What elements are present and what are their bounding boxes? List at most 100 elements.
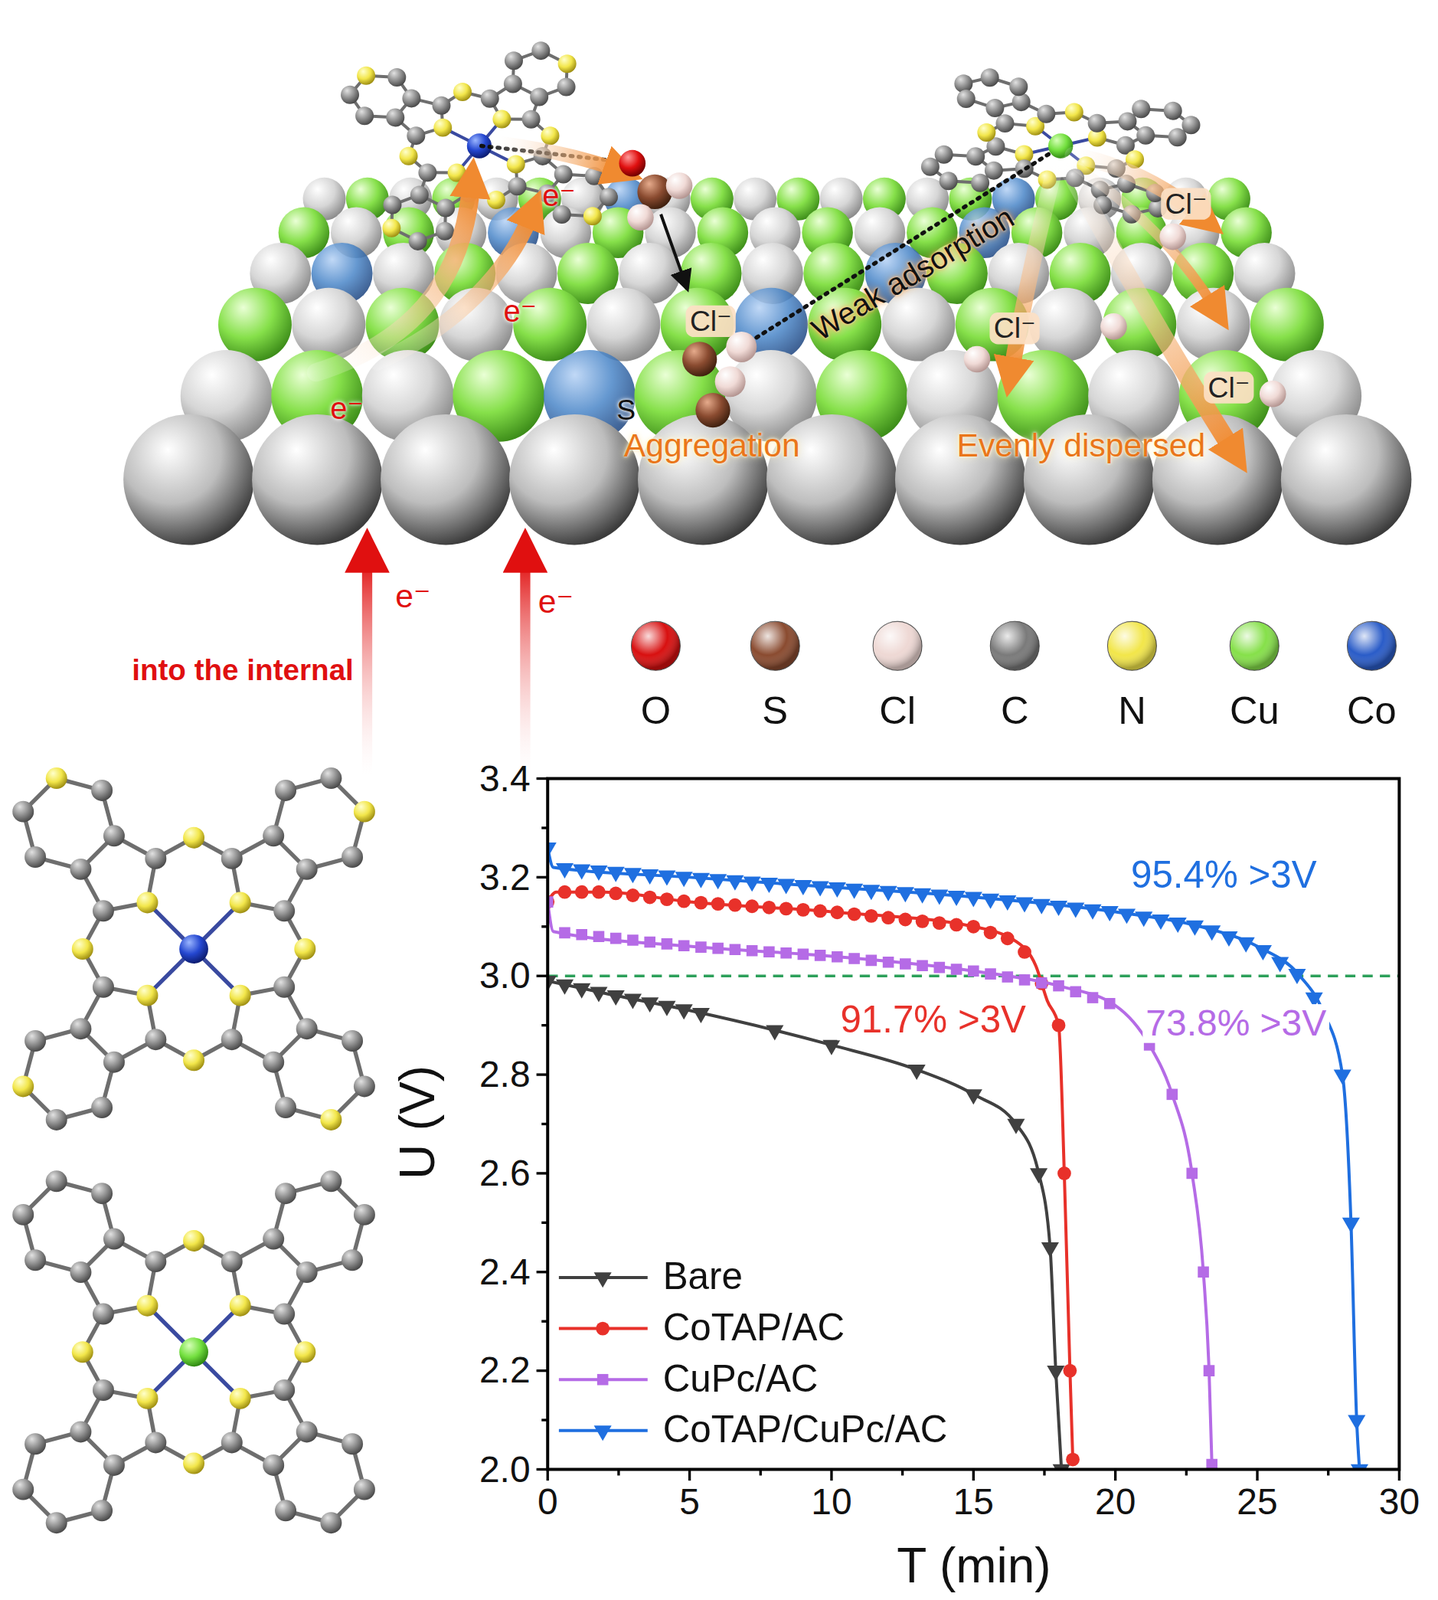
legend-swatch <box>1229 620 1279 670</box>
atom-sphere <box>980 68 1000 87</box>
electron-flow-arrow <box>377 215 531 363</box>
atom-sphere <box>435 222 455 241</box>
atom-sphere <box>69 1261 92 1283</box>
atom-sphere <box>410 185 429 204</box>
data-marker <box>558 927 571 939</box>
axis-tick-label: 2.0 <box>479 1449 531 1488</box>
legend-swatch <box>630 620 680 670</box>
axis-tick <box>536 1369 549 1372</box>
atom-sphere <box>144 1028 167 1050</box>
axis-tick <box>1398 1468 1401 1481</box>
atom-sphere <box>341 1248 363 1271</box>
data-marker <box>593 930 605 942</box>
atom-sphere <box>341 1029 363 1052</box>
data-marker <box>627 934 639 946</box>
data-marker <box>676 894 691 909</box>
atom-sphere <box>92 899 115 922</box>
axis-tick-label: 20 <box>1094 1482 1136 1521</box>
data-marker <box>847 907 862 922</box>
legend-swatch <box>1107 620 1157 670</box>
data-marker <box>822 1039 840 1056</box>
data-marker <box>779 901 794 916</box>
atom-sphere <box>273 899 295 922</box>
atom-sphere <box>406 126 425 145</box>
cupc-molecule-adsorbed <box>921 68 1201 224</box>
axis-tick <box>536 1270 549 1273</box>
electron-flow-arrow <box>316 185 471 373</box>
data-marker <box>796 902 811 917</box>
atom-sphere <box>136 891 158 913</box>
data-curve <box>547 892 1073 1460</box>
electron-label: e⁻ <box>395 579 431 615</box>
atom-legend-text: C <box>1000 690 1030 732</box>
data-marker <box>657 870 676 886</box>
data-marker <box>1006 1118 1025 1135</box>
electron-label: e⁻ <box>538 585 574 620</box>
atom-sphere <box>183 1452 205 1474</box>
atom-sphere <box>1136 126 1155 145</box>
data-marker <box>916 960 929 972</box>
state-label: Evenly dispersed <box>957 428 1206 464</box>
chloride-label: Cl⁻ <box>1160 188 1212 221</box>
data-marker <box>934 961 946 974</box>
axis-tick <box>541 924 548 928</box>
data-marker <box>998 895 1017 911</box>
chlorine-atom <box>627 203 654 231</box>
atom-sphere <box>1012 92 1031 112</box>
data-marker <box>743 875 762 892</box>
data-marker <box>811 881 830 897</box>
atom-sphere <box>985 98 1004 118</box>
atom-sphere <box>92 1379 115 1401</box>
atom-sphere <box>355 106 374 125</box>
atom-sphere <box>273 1303 295 1325</box>
atom-sphere <box>296 1017 318 1040</box>
data-marker <box>1104 997 1116 1010</box>
chlorine-atom <box>1259 380 1287 408</box>
atom-sphere <box>529 88 549 107</box>
data-marker <box>694 895 709 910</box>
electron-flow-arrow <box>497 143 617 170</box>
atom-sphere <box>320 1170 342 1192</box>
chlorine-atom <box>715 366 746 397</box>
atom-sphere <box>296 1261 318 1283</box>
atom-sphere <box>296 858 318 880</box>
atom-sphere <box>221 1431 243 1453</box>
surface-atom <box>509 414 640 546</box>
atom-sphere <box>262 1228 285 1250</box>
electron-label: e⁻ <box>503 294 537 327</box>
electron-injection-arrow <box>362 558 373 775</box>
sulfur-atom <box>695 392 730 428</box>
atom-sphere <box>179 934 209 964</box>
atom-sphere <box>340 85 360 105</box>
atom-sphere <box>356 66 376 85</box>
atom-sphere <box>294 937 316 960</box>
atom-sphere <box>12 1075 34 1097</box>
data-marker <box>898 912 912 927</box>
atom-sphere <box>504 51 523 70</box>
atom-sphere <box>1088 114 1107 133</box>
atom-sphere <box>353 1478 376 1501</box>
data-marker <box>692 872 710 889</box>
atom-legend-text: S <box>761 690 788 732</box>
atom-sphere <box>24 1432 46 1455</box>
data-marker <box>643 890 657 905</box>
atom-sphere <box>103 824 125 847</box>
data-marker <box>1019 973 1031 986</box>
data-marker <box>777 878 795 894</box>
atom-legend-text: Cu <box>1229 690 1280 732</box>
data-marker <box>915 914 930 929</box>
atom-sphere <box>69 1420 92 1442</box>
axis-tick-label: 5 <box>679 1482 700 1521</box>
data-marker <box>881 910 896 925</box>
retention-annotation: 95.4% >3V <box>1127 855 1320 896</box>
data-marker <box>932 915 947 930</box>
data-marker <box>1034 976 1049 991</box>
data-marker <box>949 918 964 932</box>
data-marker <box>765 1024 784 1040</box>
atom-sphere <box>453 82 472 102</box>
reaction-arrow <box>660 214 684 278</box>
data-marker <box>1057 1166 1072 1180</box>
swatch-highlight <box>990 620 1040 670</box>
data-marker <box>1000 931 1015 945</box>
atom-sphere <box>1131 99 1151 118</box>
